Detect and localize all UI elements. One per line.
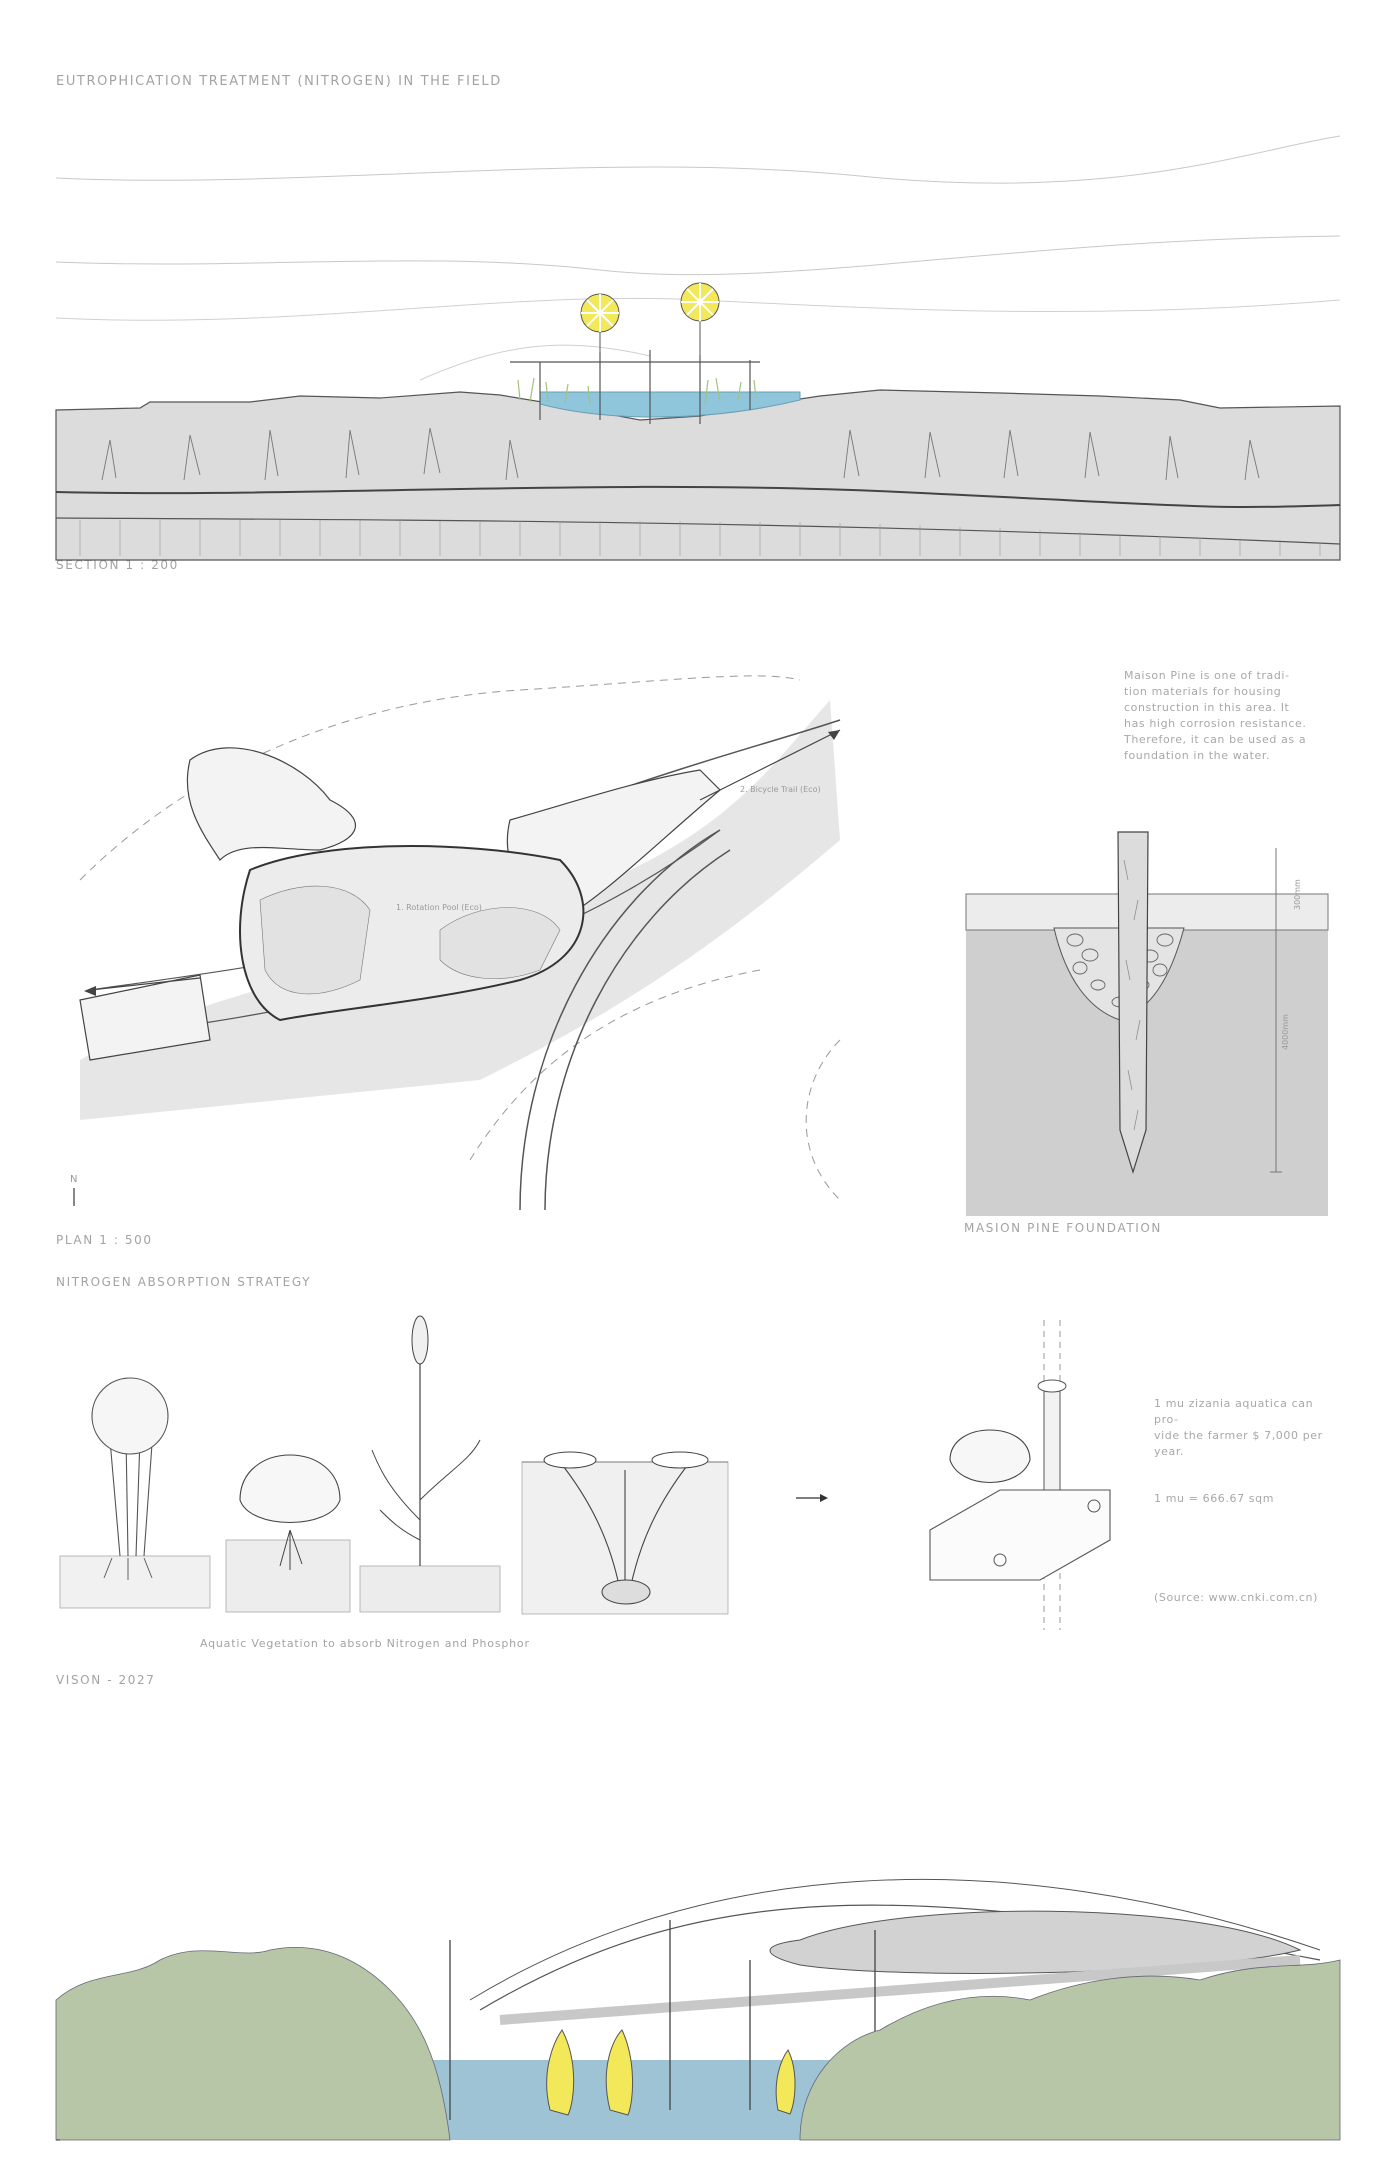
foundation-title: MASION PINE FOUNDATION [964,1221,1163,1235]
plan-label-pool: 1. Rotation Pool (Eco) [396,903,482,912]
celery-illustration [59,1377,211,1609]
plan-drawing: 1. Rotation Pool (Eco) 2. Bicycle Trail … [70,675,841,1211]
lettuce-illustration [225,1454,351,1613]
strategy-title: NITROGEN ABSORPTION STRATEGY [56,1275,312,1289]
water-lily-illustration [521,1451,729,1615]
strategy-note: 1 mu zizania aquatica can pro- vide the … [1154,1397,1323,1458]
section-scale-label: SECTION 1 : 200 [56,558,179,572]
dimension-bottom: 4000mm [1281,1014,1290,1050]
floating-planter-illustration [929,1320,1111,1630]
vegetation-caption: Aquatic Vegetation to absorb Nitrogen an… [200,1637,530,1650]
reed-illustration [359,1315,501,1613]
plan-label-bicycle: 2. Bicycle Trail (Eco) [740,785,821,794]
plan-scale-label: PLAN 1 : 500 [56,1233,153,1247]
main-title: EUTROPHICATION TREATMENT (NITROGEN) IN T… [56,74,502,89]
pine-foundation-drawing: 300mm 4000mm [965,831,1329,1216]
foundation-note: Maison Pine is one of tradi- tion materi… [1124,669,1307,762]
balloon-left [580,293,620,392]
vision-title: VISON - 2027 [56,1673,156,1687]
dimension-top: 300mm [1293,879,1302,910]
unit-note: 1 mu = 666.67 sqm [1154,1492,1275,1505]
vegetation-drawings [59,1315,1111,1630]
section-drawing [55,135,1341,561]
north-letter: N [70,1174,77,1185]
source-note: (Source: www.cnki.com.cn) [1154,1591,1318,1604]
balloon-right [680,282,720,392]
